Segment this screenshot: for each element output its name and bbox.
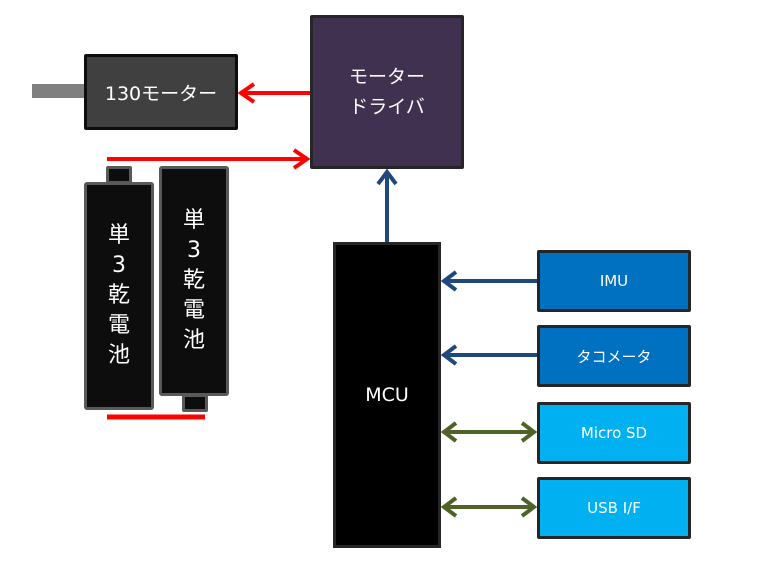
motor-block: 130モーター	[84, 54, 238, 130]
imu-to-mcu-arrow	[440, 270, 537, 292]
driver-to-motor-arrow	[237, 82, 310, 104]
motor-shaft	[32, 84, 84, 98]
tachometer-label: タコメータ	[576, 347, 652, 366]
battery-2: 単 3 乾 電 池	[159, 166, 229, 396]
motor-driver-label-line2: ドライバ	[349, 96, 425, 118]
battery-1-char: 池	[107, 343, 130, 368]
motor-driver-label-line1: モーター	[348, 66, 425, 88]
battery-to-driver-arrow	[107, 148, 311, 170]
battery-2-char: 乾	[182, 268, 205, 293]
battery-1-char: 3	[112, 253, 126, 278]
microsd-label: Micro SD	[580, 424, 648, 442]
battery-1-char: 電	[107, 313, 130, 338]
mcu-label: MCU	[365, 384, 409, 406]
battery-1: 単 3 乾 電 池	[84, 182, 154, 410]
usb-if-block: USB I/F	[537, 477, 691, 539]
microsd-block: Micro SD	[537, 402, 691, 464]
tachometer-block: タコメータ	[537, 325, 691, 387]
mcu-to-driver-arrow	[376, 168, 398, 242]
battery-2-char: 単	[182, 208, 205, 233]
imu-block: IMU	[537, 250, 691, 312]
battery-2-terminal	[182, 394, 208, 412]
usb-mcu-bidir-arrow	[440, 496, 538, 518]
imu-label: IMU	[599, 272, 629, 290]
battery-1-char: 単	[107, 223, 130, 248]
motor-driver-block: モーター ドライバ	[310, 15, 464, 169]
microsd-mcu-bidir-arrow	[440, 421, 538, 443]
battery-2-char: 池	[182, 328, 205, 353]
mcu-block: MCU	[333, 242, 441, 548]
tachometer-to-mcu-arrow	[440, 344, 537, 366]
motor-label: 130モーター	[104, 82, 218, 105]
usb-if-label: USB I/F	[587, 499, 641, 517]
battery-2-char: 電	[182, 298, 205, 323]
battery-2-char: 3	[187, 238, 201, 263]
battery-1-char: 乾	[107, 283, 130, 308]
